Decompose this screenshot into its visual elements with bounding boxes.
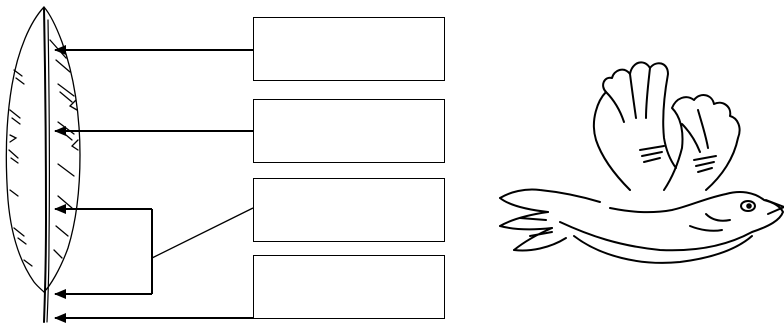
arrow-connectors [54,45,254,323]
flying-bird-illustration [499,61,784,264]
label-box-1[interactable] [253,17,445,81]
label-box-3[interactable] [253,178,445,242]
connector-box3-to-bracket [151,207,254,259]
feather-illustration [5,6,81,323]
label-box-2[interactable] [253,99,445,163]
label-box-4[interactable] [253,255,445,319]
